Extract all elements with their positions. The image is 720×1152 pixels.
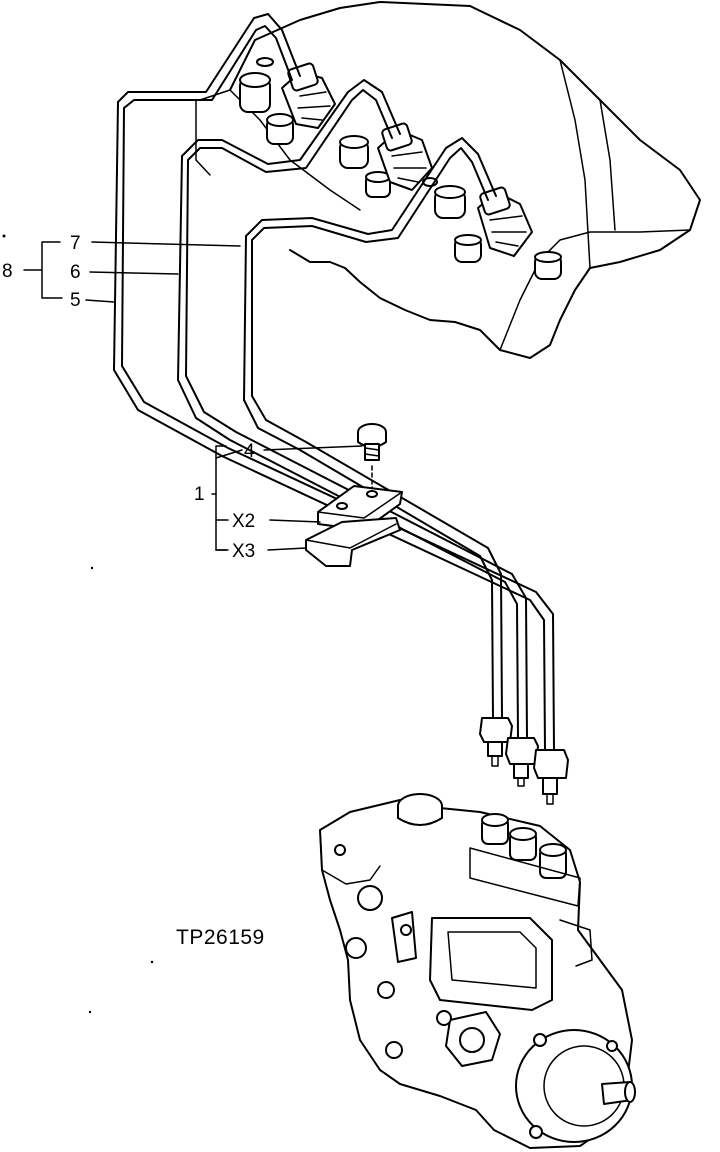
injection-line-6 [177,79,528,739]
callout-8: 8 [2,261,13,282]
callout-4: 4 [244,441,255,462]
callout-1: 1 [194,484,205,505]
injection-pump [319,793,636,1149]
callout-6: 6 [70,262,81,283]
injection-line-7 [243,137,503,719]
callout-x3: X3 [232,541,255,562]
callout-x2: X2 [232,511,255,532]
clamp-upper-x2 [317,485,403,531]
clamp-bolt-4 [357,423,387,497]
clamp-lower-x3 [305,517,401,567]
engine-cylinder-head [195,1,701,359]
figure-id: TP26159 [176,926,265,949]
line-end-fittings [479,717,569,805]
callout-5: 5 [70,290,81,311]
injection-line-5 [113,13,555,751]
callout-7: 7 [70,233,81,254]
callout-leaders [23,241,363,551]
injector-3 [477,186,533,257]
injector-1 [281,62,336,129]
head-bosses [239,57,562,280]
